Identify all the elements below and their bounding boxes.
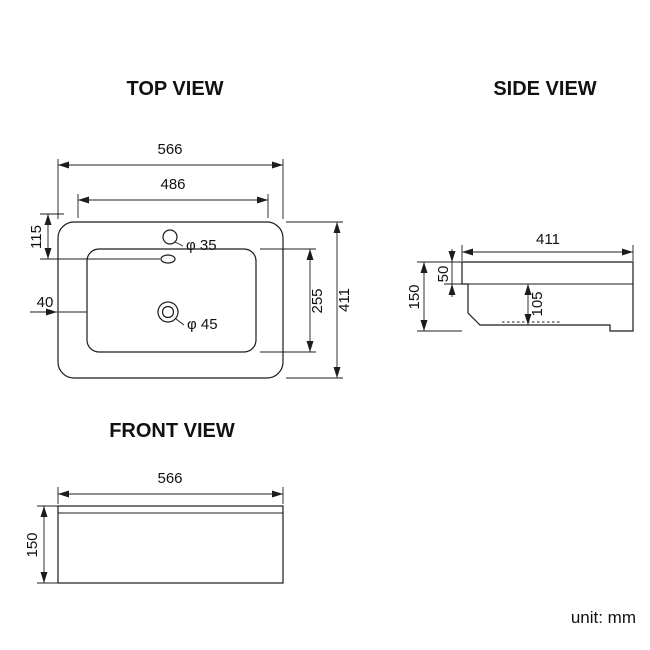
front-view: FRONT VIEW 566 150 (24, 420, 284, 584)
side-dim-overall-height-value: 150 (406, 284, 423, 309)
top-dim-rim-width: 40 (30, 294, 87, 316)
side-view-title: SIDE VIEW (493, 78, 596, 100)
side-dim-overall-height: 150 (406, 261, 462, 332)
side-dim-bowl-depth-value: 105 (529, 291, 546, 316)
side-dim-depth-value: 411 (536, 231, 560, 248)
front-basin-outline (57, 505, 284, 584)
front-view-title: FRONT VIEW (109, 420, 235, 442)
leader-line (175, 318, 185, 326)
top-basin-outer-outline (57, 221, 284, 379)
front-dim-width-value: 566 (157, 470, 182, 487)
top-dim-hole-offset-value: 115 (28, 225, 45, 249)
top-view: TOP VIEW 566 486 115 40 (28, 78, 353, 379)
top-overflow-hole (160, 254, 176, 264)
front-dim-height: 150 (24, 505, 58, 584)
top-basin-inner-outline (86, 248, 257, 353)
top-dim-inner-depth-value: 255 (309, 288, 326, 313)
front-dim-height-value: 150 (24, 532, 41, 557)
top-dim-inner-depth: 255 (260, 248, 326, 353)
top-dim-hole-offset: 115 (28, 213, 160, 260)
side-view: SIDE VIEW 411 50 150 (406, 78, 634, 332)
top-faucet-hole-label: φ 35 (186, 237, 217, 254)
top-dim-outer-width: 566 (57, 141, 284, 219)
top-drain-hole-label: φ 45 (187, 316, 218, 333)
side-basin-profile (461, 261, 634, 332)
top-dim-rim-width-value: 40 (37, 294, 54, 311)
top-dim-inner-width-value: 486 (160, 176, 185, 193)
faucet-hole-circle (162, 229, 178, 245)
top-dim-outer-width-value: 566 (157, 141, 182, 158)
top-faucet-hole: φ 35 (162, 229, 217, 254)
leader-line (174, 241, 184, 247)
top-dim-outer-depth-value: 411 (336, 288, 353, 312)
top-view-title: TOP VIEW (126, 78, 223, 100)
top-dim-outer-depth: 411 (286, 221, 353, 379)
side-dim-lip-height-value: 50 (435, 266, 452, 283)
drain-hole-outer-circle (157, 301, 179, 323)
side-dim-bowl-depth: 105 (524, 284, 546, 325)
top-dim-inner-width: 486 (77, 176, 269, 218)
top-drain-hole: φ 45 (157, 301, 218, 333)
unit-label: unit: mm (571, 608, 636, 627)
drain-hole-inner-circle (161, 305, 175, 319)
side-dim-depth: 411 (461, 231, 634, 261)
side-dim-lip-height: 50 (435, 249, 468, 297)
front-dim-width: 566 (57, 470, 284, 504)
